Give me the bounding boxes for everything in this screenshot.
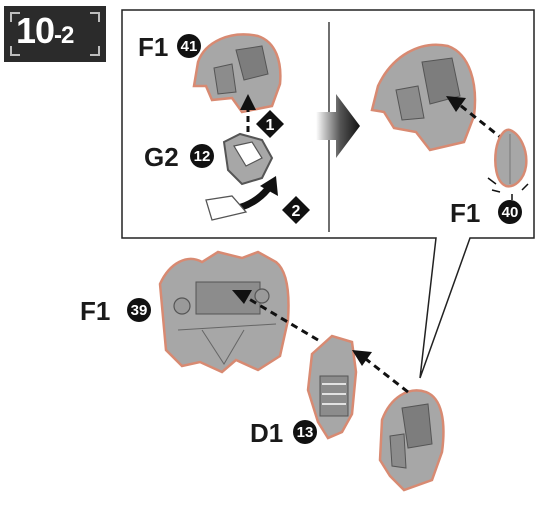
- step-badge: 10-2: [4, 6, 106, 62]
- runner-f1-39: F1: [80, 296, 110, 326]
- label-f1-41: F1 41: [138, 32, 201, 62]
- label-g2-12: G2 12: [144, 142, 214, 172]
- corner-mark: [90, 12, 100, 22]
- sequence-step-2-label: 2: [292, 203, 301, 220]
- part-g2-12: [222, 132, 274, 186]
- runner-f1-40: F1: [450, 198, 480, 228]
- label-d1-13: D1 13: [250, 418, 317, 448]
- runner-g2-12: G2: [144, 142, 179, 172]
- assembled-head: [370, 43, 477, 152]
- corner-mark: [90, 46, 100, 56]
- part-number-13: 13: [297, 424, 314, 441]
- step-sub-number: -2: [54, 22, 74, 49]
- arrow-step-2: [205, 176, 278, 221]
- sequence-step-1-label: 1: [266, 117, 275, 134]
- part-d1-13: [306, 334, 358, 440]
- completed-head: [378, 389, 445, 492]
- sequence-step-1: 1: [256, 110, 284, 138]
- part-number-12: 12: [194, 148, 211, 165]
- highlight-lines: [487, 177, 529, 200]
- assembly-arrow-head-to-d1: [352, 350, 409, 394]
- part-number-41: 41: [181, 38, 198, 55]
- part-f1-40: [487, 128, 529, 200]
- arrow-step-1: [240, 94, 256, 132]
- corner-mark: [10, 46, 20, 56]
- assembly-arrow-d1-to-f1: [232, 290, 319, 342]
- runner-d1-13: D1: [250, 418, 283, 448]
- part-number-40: 40: [502, 204, 519, 221]
- part-number-39: 39: [131, 302, 148, 319]
- sequence-step-2: 2: [282, 196, 310, 224]
- runner-f1-41: F1: [138, 32, 168, 62]
- part-f1-39: [158, 250, 290, 374]
- label-f1-40: F1 40: [450, 198, 522, 228]
- transition-arrow: [316, 94, 360, 158]
- label-f1-39: F1 39: [80, 296, 151, 326]
- attach-arrow-f1-40: [446, 96, 505, 142]
- step-number: 10-2: [16, 10, 74, 51]
- corner-mark: [10, 12, 20, 22]
- part-f1-41: [192, 33, 282, 114]
